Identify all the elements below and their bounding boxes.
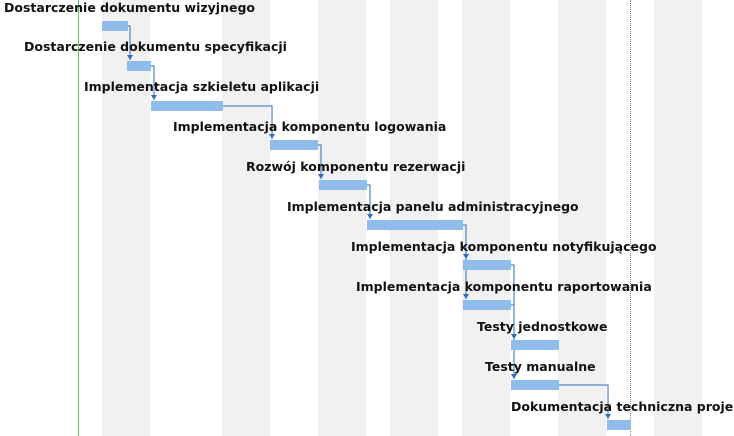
task-label: Dokumentacja techniczna projektu [511, 399, 734, 414]
current-date-line [78, 0, 79, 436]
task-bar-implementacja-komponentu-notyfikujacego[interactable] [463, 260, 511, 270]
dependency-arrow [151, 65, 157, 100]
dependency-arrow [511, 304, 517, 379]
task-bar-testy-manualne[interactable] [511, 380, 559, 390]
weekend-shading [462, 0, 510, 436]
task-bar-dokumentacja-techniczna-projektu[interactable] [607, 420, 631, 430]
task-bar-dostarczenie-dokumentu-wizyjnego[interactable] [102, 21, 128, 31]
task-bar-testy-jednostkowe[interactable] [511, 340, 559, 350]
task-bar-implementacja-komponentu-logowania[interactable] [270, 140, 318, 150]
task-bar-rozwoj-komponentu-rezerwacji[interactable] [319, 180, 367, 190]
weekend-shading [102, 0, 150, 436]
dependency-arrow [127, 25, 133, 60]
task-label: Testy manualne [485, 359, 596, 374]
task-bar-dostarczenie-dokumentu-specyfikacji[interactable] [127, 61, 151, 71]
dependency-arrow [318, 144, 324, 179]
dependency-arrow [223, 105, 275, 139]
dependency-arrow [559, 384, 611, 419]
weekend-shading [222, 0, 270, 436]
dependency-arrow [463, 224, 469, 299]
task-bar-implementacja-komponentu-raportowania[interactable] [463, 300, 511, 310]
task-label: Dostarczenie dokumentu specyfikacji [24, 39, 287, 54]
task-label: Implementacja panelu administracyjnego [287, 199, 579, 214]
task-label: Dostarczenie dokumentu wizyjnego [4, 0, 255, 15]
task-label: Testy jednostkowe [477, 319, 608, 334]
task-label: Implementacja komponentu logowania [173, 119, 447, 134]
weekend-shading [654, 0, 702, 436]
task-label: Implementacja komponentu raportowania [356, 279, 652, 294]
task-label: Implementacja szkieletu aplikacji [84, 79, 320, 94]
weekend-shading [318, 0, 366, 436]
task-bar-implementacja-panelu-administracyjnego[interactable] [367, 220, 463, 230]
task-label: Implementacja komponentu notyfikującego [351, 239, 657, 254]
project-end-marker [630, 0, 631, 436]
task-bar-implementacja-szkieletu-aplikacji[interactable] [151, 101, 223, 111]
weekend-shading [558, 0, 606, 436]
task-label: Rozwój komponentu rezerwacji [246, 159, 466, 174]
dependency-arrow [367, 184, 373, 219]
weekend-shading [390, 0, 438, 436]
